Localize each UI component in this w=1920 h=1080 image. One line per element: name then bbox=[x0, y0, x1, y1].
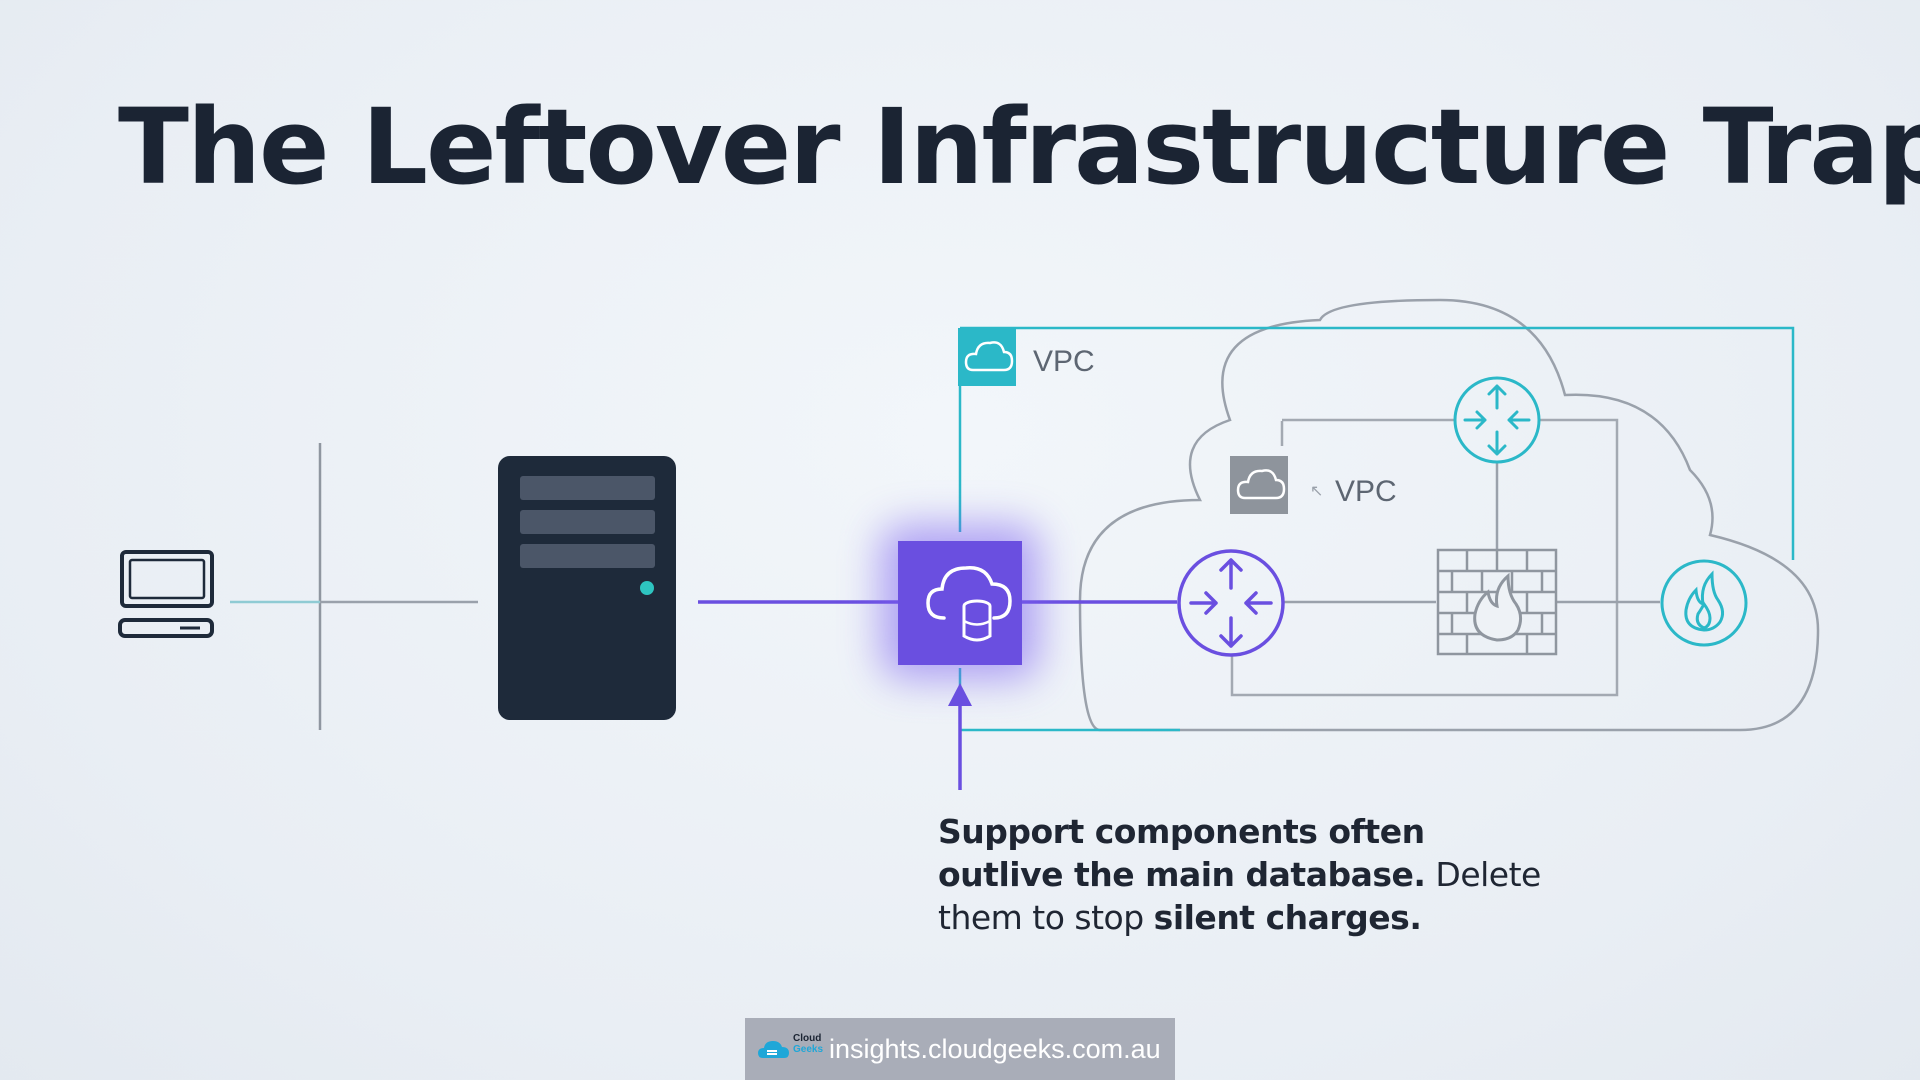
page-title: The Leftover Infrastructure Trap bbox=[118, 86, 1920, 208]
cloud-icon bbox=[964, 341, 1014, 372]
pointer-arrow bbox=[948, 683, 972, 790]
cloud-icon bbox=[1236, 469, 1286, 500]
cloud-boundary bbox=[1078, 298, 1820, 732]
vpc-inner-boundary bbox=[1230, 418, 1619, 697]
footer-banner: Cloud Geeks insights.cloudgeeks.com.au bbox=[745, 1018, 1175, 1080]
fire-icon bbox=[1660, 559, 1748, 647]
server-icon bbox=[498, 456, 676, 720]
router-icon bbox=[1453, 376, 1541, 464]
brand-logo: Cloud Geeks bbox=[757, 1029, 825, 1069]
vpc-outer-boundary bbox=[958, 326, 1795, 732]
cloud-database-icon bbox=[880, 524, 1040, 680]
brand-name: Cloud Geeks bbox=[793, 1033, 824, 1055]
cloud-icon bbox=[758, 1041, 789, 1058]
router-icon bbox=[1177, 549, 1285, 657]
caption-line-2: outlive the main database. Delete bbox=[938, 855, 1541, 894]
vpc-inner-mark: ↖ bbox=[1310, 481, 1323, 500]
vpc-inner-label: VPC bbox=[1335, 475, 1397, 508]
vpc-outer-label: VPC bbox=[1033, 345, 1095, 378]
laptop-icon bbox=[118, 550, 214, 638]
caption-line-1: Support components often bbox=[938, 812, 1425, 851]
footer-url[interactable]: insights.cloudgeeks.com.au bbox=[829, 1033, 1161, 1064]
caption-line-3: them to stop silent charges. bbox=[938, 898, 1422, 937]
caption: Support components often outlive the mai… bbox=[938, 810, 1541, 939]
firewall-icon bbox=[1436, 548, 1558, 656]
